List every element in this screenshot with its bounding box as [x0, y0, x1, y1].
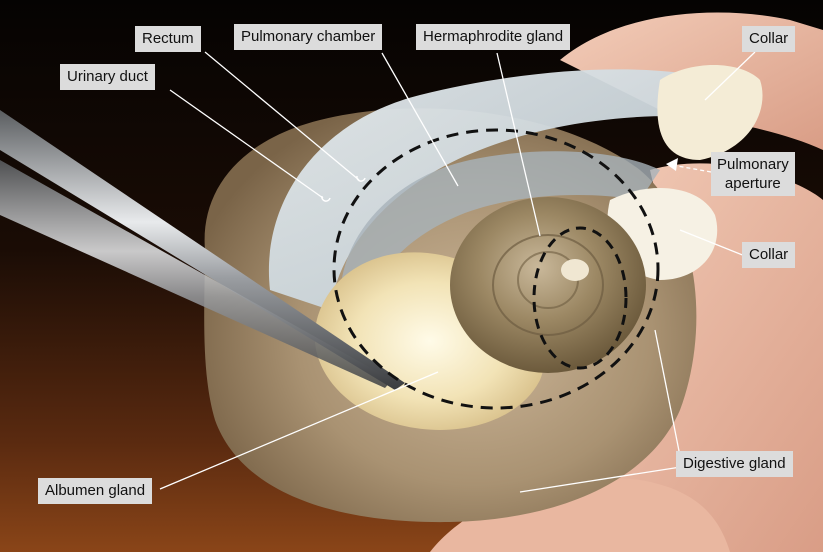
leader-collar-top	[704, 51, 756, 101]
forceps	[0, 110, 405, 390]
mantle-band	[268, 69, 740, 310]
leader-rectum	[204, 51, 360, 181]
label-pulmonary-aperture: Pulmonary aperture	[711, 152, 795, 196]
leader-pulmonary-chamber	[381, 52, 459, 187]
label-collar-right: Collar	[742, 242, 796, 268]
label-urinary-duct: Urinary duct	[60, 64, 155, 90]
leader-urinary-duct	[169, 89, 324, 199]
label-rectum: Rectum	[135, 26, 201, 52]
label-pulmonary-aperture-line1: Pulmonary	[717, 156, 789, 173]
finger-bottom	[430, 478, 730, 552]
shell-apex	[450, 197, 646, 373]
hermaphrodite-gland-outline	[532, 226, 628, 370]
aperture-arrow-head	[666, 158, 678, 171]
label-albumen-gland: Albumen gland	[38, 478, 153, 504]
leader-digestive-2	[654, 329, 681, 457]
label-hermaphrodite-gland: Hermaphrodite gland	[416, 24, 571, 50]
label-pulmonary-chamber: Pulmonary chamber	[234, 24, 383, 50]
label-digestive-gland: Digestive gland	[676, 451, 793, 477]
pulmonary-chamber-outline	[332, 128, 660, 410]
collar-top	[657, 65, 763, 160]
leader-lines	[159, 51, 756, 493]
leader-hermaphrodite-gland	[496, 52, 541, 237]
leader-digestive-1	[519, 463, 701, 493]
leader-collar-right	[679, 229, 746, 257]
leader-albumen	[159, 371, 439, 490]
pulmonary-chamber	[340, 151, 660, 320]
label-collar-top: Collar	[742, 26, 796, 52]
forceps-lower	[0, 160, 392, 388]
rectum-marker	[356, 175, 366, 182]
apex-highlight	[561, 259, 589, 281]
apex-whorl	[492, 234, 605, 336]
label-pulmonary-aperture-line2: aperture	[724, 175, 781, 192]
